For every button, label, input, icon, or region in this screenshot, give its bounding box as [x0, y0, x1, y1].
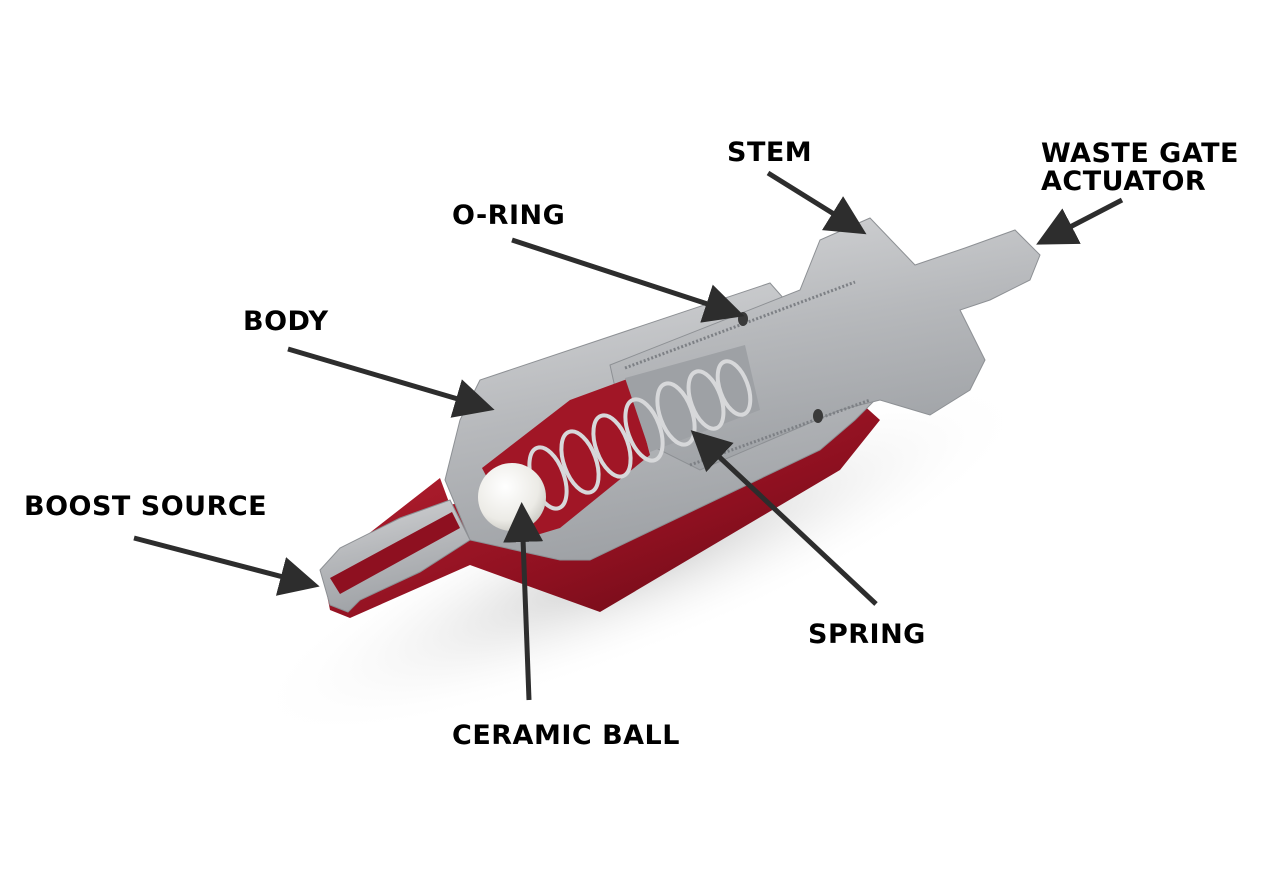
arrow-stem [766, 170, 867, 235]
arrow-o-ring [511, 237, 745, 323]
arrow-spring [690, 430, 878, 606]
label-waste-gate-line2: ACTUATOR [1041, 166, 1207, 197]
ceramic-ball [478, 463, 546, 531]
arrow-body [287, 346, 495, 418]
label-boost-source: BOOST SOURCE [24, 491, 268, 522]
label-body: BODY [243, 306, 329, 337]
arrow-ceramic-ball [503, 502, 544, 701]
label-ceramic-ball: CERAMIC BALL [452, 720, 680, 751]
label-spring: SPRING [808, 619, 926, 650]
arrow-waste-gate [1036, 197, 1124, 245]
arrow-boost-source [133, 535, 320, 596]
label-waste-gate-line1: WASTE GATE [1041, 138, 1239, 169]
label-stem: STEM [727, 137, 813, 168]
label-o-ring: O-RING [452, 200, 566, 231]
spring [527, 359, 753, 511]
boost-source-fitting [319, 499, 471, 613]
leader-arrows [133, 170, 1124, 701]
label-waste-gate-actuator: WASTE GATE ACTUATOR [1041, 140, 1239, 196]
